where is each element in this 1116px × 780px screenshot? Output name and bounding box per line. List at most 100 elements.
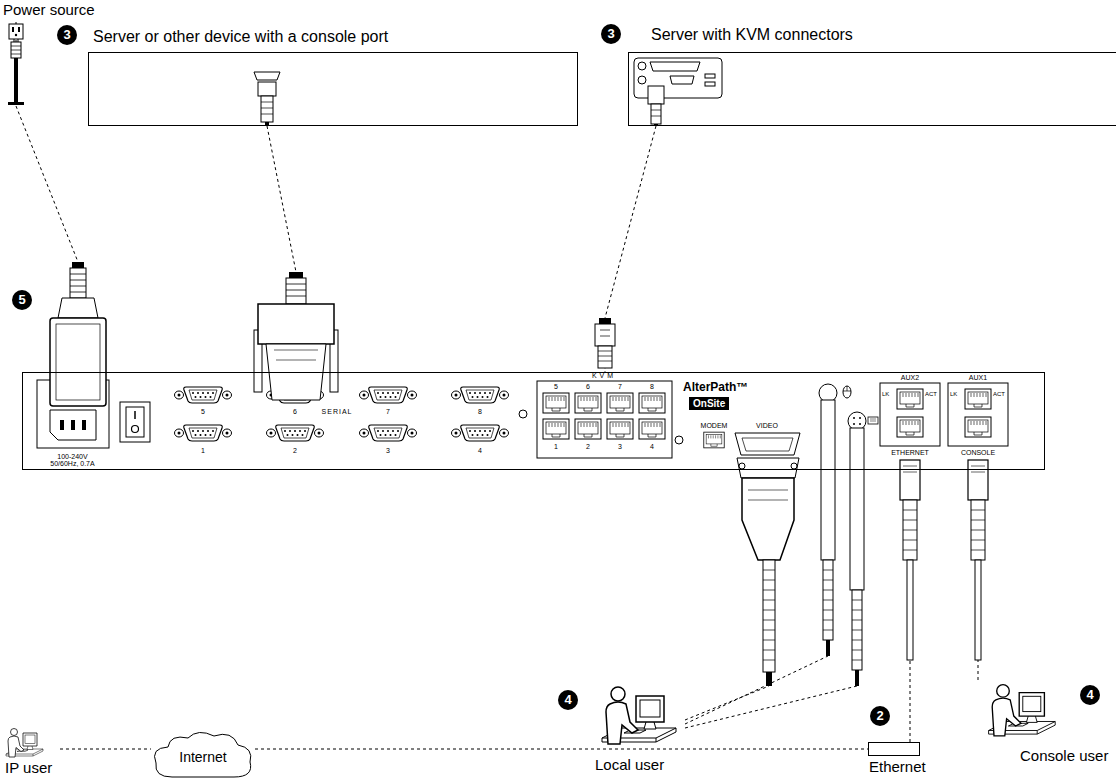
user-figures — [602, 687, 676, 744]
user-figures — [6, 729, 43, 758]
panel-label: SERIAL — [322, 408, 353, 416]
kvm-ports — [607, 419, 633, 439]
video-plug — [791, 463, 797, 469]
kvm-ports — [639, 393, 665, 413]
ps2-ports — [843, 386, 851, 398]
ethernet-plug — [903, 466, 917, 472]
video-port — [735, 433, 800, 455]
serial-ports — [267, 425, 324, 441]
ethernet-plug — [903, 500, 917, 560]
power-switch — [120, 402, 150, 442]
panel-label: 7 — [618, 383, 622, 391]
video-plug — [737, 458, 799, 478]
node-label: Server with KVM connectors — [651, 26, 853, 44]
power-plug — [72, 262, 84, 268]
callout-number: 4 — [1080, 685, 1100, 705]
kvm-server-panel — [670, 76, 694, 84]
panel-label: VIDEO — [756, 422, 778, 430]
video-plug — [763, 570, 775, 660]
power-outlet — [18, 27, 20, 32]
panel-label: 2 — [293, 447, 297, 455]
cable-connector — [255, 749, 868, 750]
kvm-ports — [639, 419, 665, 439]
cable-connector — [685, 470, 828, 724]
mouse-plug — [823, 560, 833, 640]
kvm-plug — [598, 346, 612, 368]
serial-ports — [175, 425, 232, 441]
callout-number: 4 — [558, 690, 578, 710]
ps2-ports — [859, 423, 861, 425]
ps2-ports — [859, 417, 861, 419]
panel-label: KVM — [592, 372, 616, 380]
serial-plug — [254, 272, 338, 400]
power-outlet — [15, 34, 17, 36]
power-outlet — [9, 24, 23, 39]
user-figures — [6, 685, 1055, 757]
panel-label: 4 — [650, 443, 654, 451]
ethernet-plug — [900, 460, 920, 660]
node-label: Internet — [151, 750, 255, 765]
kvm-plug — [599, 318, 611, 324]
panel-dot — [519, 410, 683, 444]
panel-label: 3 — [386, 447, 390, 455]
server-serial-connector — [261, 102, 273, 114]
serial-ports — [360, 425, 417, 441]
node-label: AlterPath™ — [683, 381, 748, 394]
node-sublabel: OnSite — [689, 397, 729, 410]
console-plug — [971, 510, 985, 550]
power-plug — [58, 298, 98, 318]
power-outlet — [8, 102, 24, 105]
power-outlet — [14, 58, 18, 102]
node-label: Server or other device with a console po… — [93, 28, 388, 46]
callout-number: 5 — [12, 290, 32, 310]
kvm-ports — [543, 419, 569, 439]
callout-number: 2 — [870, 706, 890, 726]
kvm-ports — [543, 393, 569, 413]
mouse-plug — [821, 400, 835, 560]
aux-ports — [965, 389, 991, 409]
panel-label: AUX2 — [901, 374, 919, 382]
panel-label: 6 — [293, 408, 297, 416]
kvm-ports — [537, 381, 672, 458]
panel-label: ACT — [925, 391, 937, 398]
video-plug — [748, 490, 788, 500]
ps2-ports — [819, 384, 837, 402]
serial-plug — [286, 278, 306, 304]
serial-ports — [175, 387, 509, 441]
ethernet-plug — [903, 510, 917, 550]
ps2-ports — [853, 423, 855, 425]
kvm-server-panel — [651, 104, 661, 124]
panel-dot — [519, 410, 527, 418]
console-plug — [971, 466, 985, 472]
kvm-plug — [598, 330, 612, 361]
kvm-ports — [607, 393, 633, 413]
server-serial-connector — [258, 82, 276, 96]
modem-port — [704, 432, 724, 448]
keyboard-plug — [850, 428, 864, 590]
console-plug — [968, 460, 988, 500]
serial-plug — [258, 304, 334, 344]
serial-plug — [274, 350, 318, 360]
aux-ports — [897, 417, 923, 437]
kvm-server-panel — [705, 82, 715, 86]
kvm-server-panel — [638, 76, 646, 84]
video-port — [735, 433, 800, 455]
server-box: Server with KVM connectors — [628, 52, 1116, 126]
panel-label: 1 — [554, 443, 558, 451]
serial-plug — [289, 272, 303, 278]
ps2-ports — [868, 417, 878, 424]
panel-label: LK — [882, 391, 889, 398]
ps2-ports — [870, 419, 876, 421]
callout-number: 3 — [601, 24, 621, 44]
network-box: Ethernet — [868, 742, 920, 756]
panel-label: 5 — [554, 383, 558, 391]
keyboard-plug — [850, 428, 864, 686]
console-plug — [975, 560, 981, 660]
power-outlet — [12, 27, 14, 32]
ps2-ports — [848, 412, 866, 430]
user-figure: IP user — [2, 728, 60, 778]
